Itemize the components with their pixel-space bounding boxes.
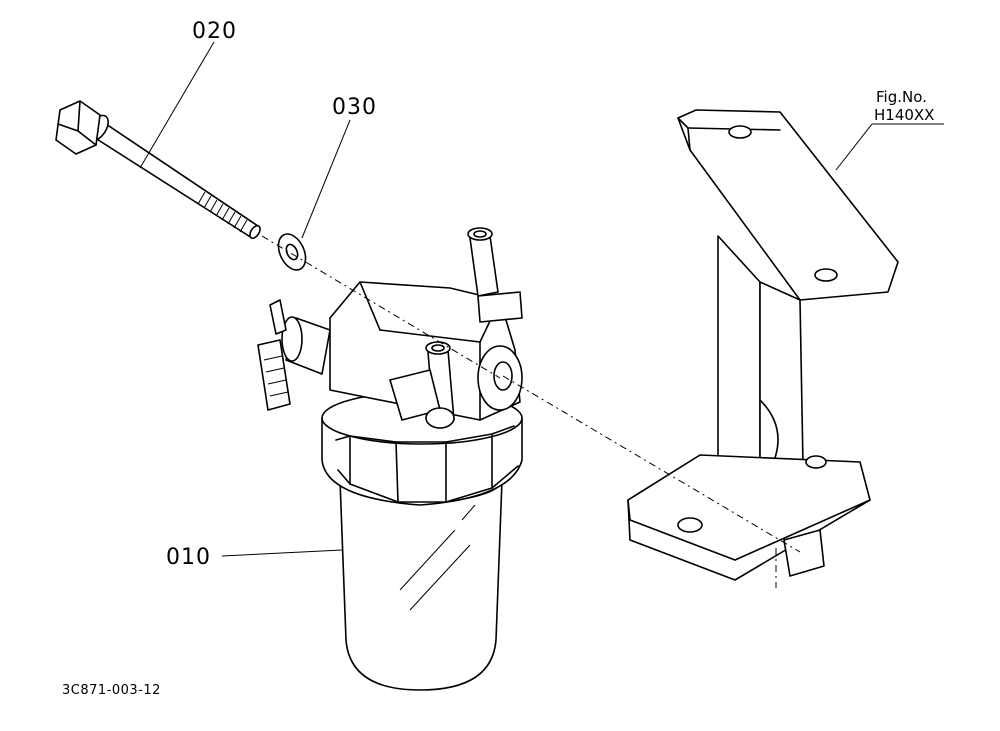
fuel-filter-assembly [257, 227, 523, 691]
callout-020: 020 [192, 19, 237, 44]
leader-lines [139, 41, 944, 557]
callout-010: 010 [166, 545, 211, 570]
figure-number: H140XX [874, 106, 934, 124]
figure-label: Fig.No. [876, 88, 927, 106]
bolt [55, 100, 261, 240]
callout-030: 030 [332, 95, 377, 120]
assembly-center-line [261, 235, 801, 553]
mounting-bracket [627, 109, 899, 588]
drawing-code: 3C871-003-12 [62, 683, 161, 698]
washer [277, 233, 307, 271]
